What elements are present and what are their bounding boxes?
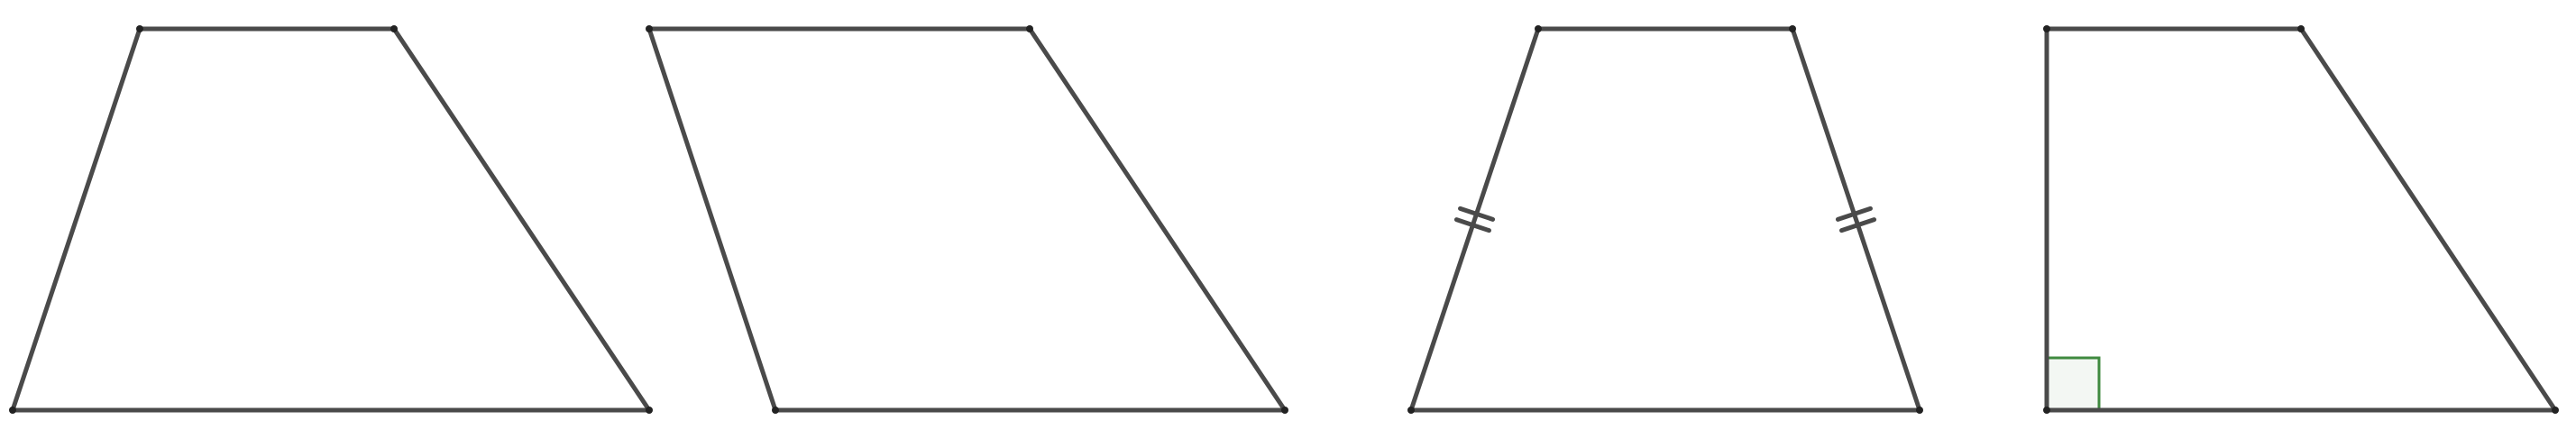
vertex-point [2297,25,2305,32]
vertex-point [9,407,16,414]
vertex-point [1535,25,1542,32]
left-leg-tick-mark [1453,217,1491,233]
vertex-point [646,407,653,414]
left-leg-edge [10,26,142,413]
trapezoid-isosceles [1407,25,1923,414]
vertex-point [2043,25,2050,32]
right-leg-tick-mark [1835,206,1873,222]
vertex-point [1789,25,1796,32]
right-leg-edge [2298,26,2558,413]
left-leg-edge [1408,26,1541,413]
vertex-point [1407,407,1415,414]
vertex-point [772,407,779,414]
trapezoid-general [9,25,653,414]
vertex-point [1281,407,1288,414]
right-leg-edge [1027,26,1288,413]
vertex-point [1916,407,1923,414]
left-leg-edge [646,26,778,413]
right-leg-tick-mark [1839,217,1877,233]
vertex-point [2552,407,2559,414]
left-leg-tick-mark [1458,206,1496,222]
trapezoid-right [2043,25,2559,414]
vertex-point [136,25,143,32]
right-leg-edge [391,26,652,413]
vertex-point [1026,25,1033,32]
right-angle-marker [2045,356,2101,412]
right-leg-edge [1790,26,1922,413]
vertex-point [646,25,653,32]
trapezoid-obtuse [646,25,1288,414]
figures-layer [9,25,2559,414]
vertex-point [390,25,398,32]
vertex-point [2043,407,2050,414]
